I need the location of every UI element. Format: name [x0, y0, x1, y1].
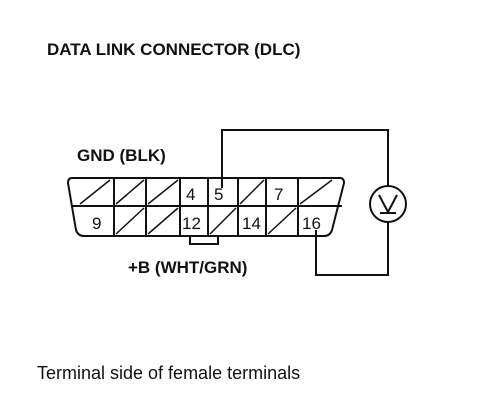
- unused-terminal-hatches-top: [79, 179, 333, 205]
- pin-14-label: 14: [242, 214, 261, 233]
- b-plus-label: +B (WHT/GRN): [128, 258, 247, 277]
- bottom-row-separators: [113, 206, 299, 236]
- top-row-separators: [113, 178, 299, 206]
- pin-16-label: 16: [302, 214, 321, 233]
- pin-7-label: 7: [274, 185, 283, 204]
- gnd-label: GND (BLK): [77, 146, 166, 165]
- connector-outline: [66, 177, 346, 237]
- pin-5-label: 5: [214, 185, 223, 204]
- pin-9-label: 9: [92, 214, 101, 233]
- diagram-caption: Terminal side of female terminals: [37, 363, 300, 383]
- pin-12-label: 12: [182, 214, 201, 233]
- voltmeter-icon: [369, 185, 407, 223]
- gnd-wire: [221, 129, 389, 188]
- connector-lock-tab: [189, 236, 219, 245]
- b-plus-wire: [315, 222, 389, 276]
- diagram-title: DATA LINK CONNECTOR (DLC): [47, 40, 300, 59]
- pin-4-label: 4: [186, 185, 195, 204]
- unused-terminal-hatches-bottom: [115, 207, 297, 235]
